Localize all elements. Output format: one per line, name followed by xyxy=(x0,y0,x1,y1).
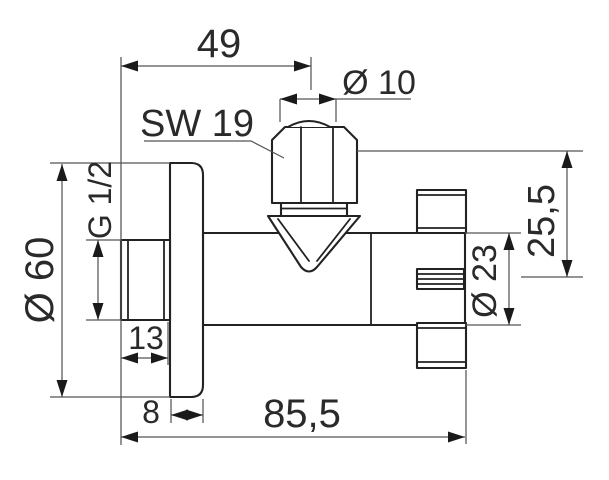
cone-inner-edge-left xyxy=(277,218,310,262)
arrowhead xyxy=(503,308,515,325)
arrowhead xyxy=(92,240,104,257)
arrowhead xyxy=(561,260,573,277)
arrowhead xyxy=(294,60,311,72)
dim-label-pipe-diameter: Ø 10 xyxy=(342,64,416,102)
wall-rosette xyxy=(168,161,205,399)
dim-label-total-length: 85,5 xyxy=(263,392,341,436)
arrowhead xyxy=(503,233,515,250)
cone-inner-edge-right xyxy=(316,218,351,262)
arrowhead xyxy=(319,93,336,105)
dim-label-thread-length: 13 xyxy=(128,320,164,356)
arrowhead xyxy=(171,409,188,421)
dim-label-rosette-thickness: 8 xyxy=(142,394,160,430)
dim-label-rosette-diameter: Ø 60 xyxy=(18,237,62,324)
arrowhead xyxy=(56,164,68,181)
handle-bottom-cap xyxy=(415,321,468,370)
arrowhead xyxy=(121,431,138,443)
dim-label-top-width: 49 xyxy=(197,22,242,66)
dim-label-handle-diameter: Ø 23 xyxy=(466,244,504,318)
valve-geometry xyxy=(119,119,468,399)
arrowhead xyxy=(280,93,297,105)
arrowhead xyxy=(448,431,465,443)
handle-top-cap xyxy=(415,188,468,235)
valve-cone xyxy=(266,214,362,273)
arrowhead xyxy=(186,409,203,421)
callout-wrench-size: SW 19 xyxy=(140,103,254,145)
dim-label-thread-size: G 1/2 xyxy=(82,161,118,239)
arrowhead xyxy=(56,380,68,397)
dim-label-outlet-offset: 25,5 xyxy=(521,184,563,258)
compression-nut xyxy=(270,125,359,205)
nut-dome xyxy=(286,119,332,129)
leader-wrench-size xyxy=(144,140,285,159)
nut-collar xyxy=(279,201,349,218)
arrowhead xyxy=(561,151,573,168)
dimension-labels: 49 Ø 10 SW 19 G 1/2 Ø 60 13 8 85,5 Ø 23 … xyxy=(18,22,563,436)
arrowhead xyxy=(121,60,138,72)
arrowhead xyxy=(92,303,104,320)
